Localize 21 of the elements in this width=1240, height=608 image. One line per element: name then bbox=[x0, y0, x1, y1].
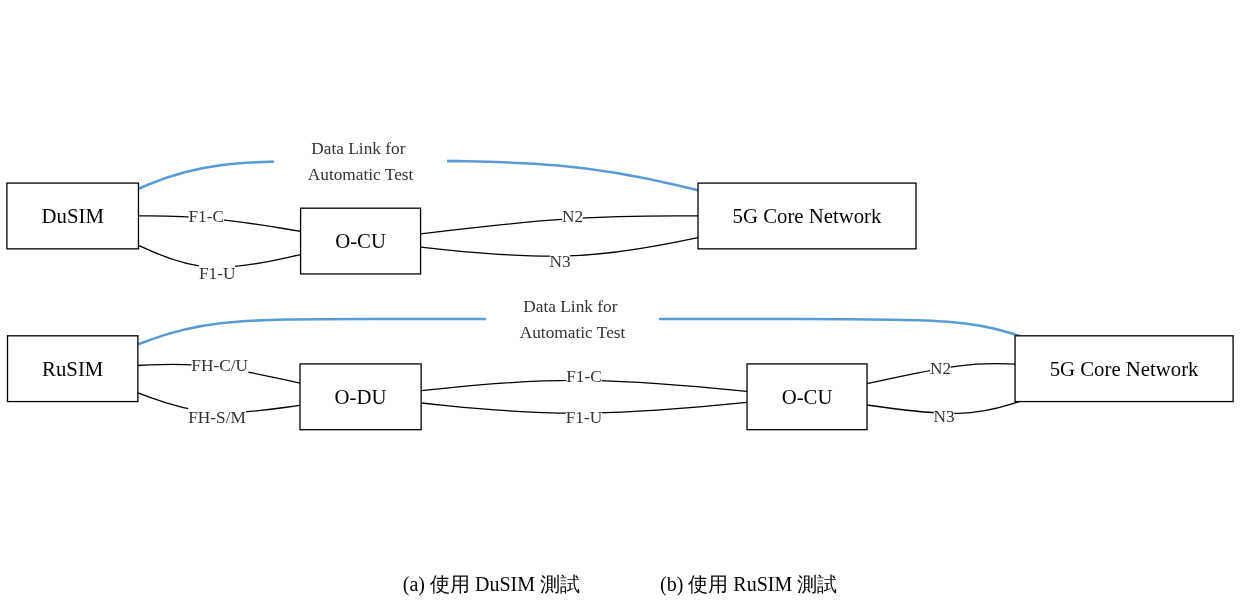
node-box: O-CU bbox=[746, 363, 868, 431]
node-box: RuSIM bbox=[6, 335, 139, 403]
caption-text: (a) 使用 DuSIM 測試 bbox=[402, 572, 580, 598]
edge-label: FH-C/U bbox=[191, 355, 249, 375]
edge-label: F1-U bbox=[198, 263, 236, 283]
edge-label: N2 bbox=[929, 358, 952, 378]
node-box: 5G Core Network bbox=[697, 182, 917, 250]
edge-label: N3 bbox=[933, 406, 955, 426]
caption-text: (b) 使用 RuSIM 測試 bbox=[660, 572, 838, 598]
edge-label: N2 bbox=[561, 206, 584, 226]
edge-label: F1-C bbox=[566, 366, 602, 386]
node-box: 5G Core Network bbox=[1014, 335, 1234, 403]
edge-label: FH-S/M bbox=[188, 407, 246, 427]
edge-label: N3 bbox=[549, 251, 571, 271]
edge-label: F1-C bbox=[188, 206, 225, 226]
node-box: DuSIM bbox=[6, 182, 140, 250]
node-box: O-DU bbox=[299, 363, 422, 431]
edge-label: F1-U bbox=[565, 407, 603, 427]
node-box: O-CU bbox=[299, 207, 422, 275]
edge-label: Data Link for Automatic Test bbox=[519, 296, 626, 342]
edge-label: Data Link for Automatic Test bbox=[307, 138, 414, 184]
